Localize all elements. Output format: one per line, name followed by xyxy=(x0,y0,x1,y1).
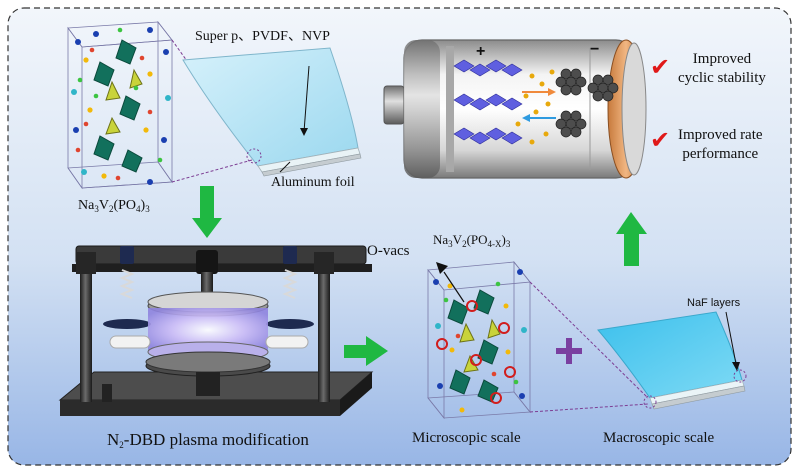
green-arrow-right xyxy=(344,336,388,366)
plus-sign xyxy=(556,338,582,364)
battery-illustration xyxy=(383,39,647,179)
battery-negative-sign: − xyxy=(590,41,600,58)
benefit-line: Improved rate xyxy=(678,127,763,143)
aluminum-foil-label: Aluminum foil xyxy=(271,175,355,190)
benefit-line: cyclic stability xyxy=(678,70,766,86)
nvpx-formula-label: Na3V2(PO4-X)3 xyxy=(433,232,511,249)
dbd-plasma-apparatus xyxy=(58,245,374,416)
naf-coated-foil xyxy=(597,311,747,410)
plasma-modification-label: N2-DBD plasma modification xyxy=(107,430,309,450)
check-icon: ✔ xyxy=(650,53,671,81)
ovacs-label: O-vacs xyxy=(367,243,410,259)
benefit-line: Improved xyxy=(692,51,752,67)
macroscopic-scale-label: Macroscopic scale xyxy=(603,430,715,446)
battery-positive-sign: + xyxy=(476,43,486,60)
naf-layers-label: NaF layers xyxy=(687,297,741,309)
green-arrow-down xyxy=(192,186,222,238)
modified-nvp-crystal xyxy=(427,260,531,420)
benefit-line: performance xyxy=(682,146,759,162)
nvp-formula-label: Na3V2(PO4)3 xyxy=(78,198,150,214)
benefit-rate-performance: Improved rate performance xyxy=(678,126,763,164)
materials-label: Super p、PVDF、NVP xyxy=(195,29,330,44)
electrode-foil xyxy=(182,47,362,177)
check-icon: ✔ xyxy=(650,126,671,154)
microscopic-scale-label: Microscopic scale xyxy=(412,430,521,446)
benefit-cyclic-stability: Improved cyclic stability xyxy=(678,50,766,88)
green-arrow-up xyxy=(616,212,647,266)
